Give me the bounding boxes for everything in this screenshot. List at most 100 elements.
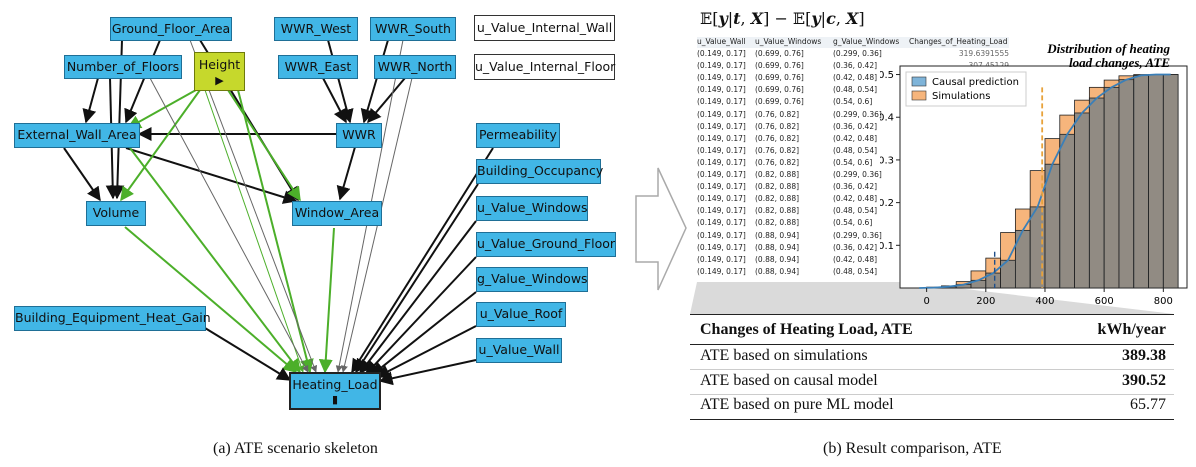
table-cell: (0.149, 0.17]: [697, 145, 746, 155]
edge-uwall-heating: [378, 359, 477, 386]
table-row: (0.149, 0.17](0.699, 0.76](0.42, 0.48]: [697, 73, 1009, 84]
formula-part: ,: [835, 9, 846, 28]
table-row: (0.149, 0.17](0.82, 0.88](0.42, 0.48]: [697, 194, 1009, 205]
formula-part: ]: [858, 9, 865, 28]
table-cell: (0.36, 0.42]: [833, 121, 878, 131]
table-cell: (0.88, 0.94]: [755, 230, 800, 240]
cumulative-curve: [919, 73, 1171, 289]
table-column-header: u_Value_Wall: [697, 37, 746, 46]
legend-swatch: [911, 76, 927, 87]
x-tick-label: 600: [1095, 296, 1114, 307]
table-cell: (0.149, 0.17]: [697, 266, 746, 276]
node-ground-floor-area: Ground_Floor_Area: [110, 17, 232, 41]
node-u-value-internal-floor: u_Value_Internal_Floor: [474, 54, 615, 80]
table-cell: (0.299, 0.36]: [833, 170, 882, 179]
x-tick-label: 200: [976, 296, 995, 307]
node-wwr-west: WWR_West: [274, 17, 358, 41]
table-cell: (0.699, 0.76]: [755, 97, 804, 107]
table-cell: (0.299, 0.36]: [833, 49, 882, 58]
chart-title: Distribution of heating: [1046, 41, 1170, 56]
formula-part: 𝒕: [733, 9, 741, 28]
bar-causal-prediction: [1074, 112, 1090, 289]
edge-uwindows-heating: [359, 220, 477, 375]
table-row: (0.149, 0.17](0.699, 0.76](0.48, 0.54]: [697, 85, 1009, 96]
table-cell: (0.149, 0.17]: [697, 182, 746, 192]
edge-height-volume: [120, 89, 201, 202]
table-cell: (0.149, 0.17]: [697, 109, 746, 119]
table-cell: (0.299, 0.36]: [833, 230, 882, 240]
x-tick-label: 800: [1154, 296, 1173, 307]
node-height: Height ▶: [194, 52, 245, 91]
table-cell: (0.76, 0.82]: [755, 145, 800, 155]
formula-part: 𝒚: [718, 9, 728, 28]
table-column-header: Changes_of_Heating_Load: [909, 37, 1008, 46]
edge-height-heating: [237, 89, 314, 374]
table-row: (0.149, 0.17](0.76, 0.82](0.299, 0.36]: [697, 110, 1009, 121]
table-row: (0.149, 0.17] (0.88, 0.94] (0.299, 0.36]: [697, 231, 1009, 242]
table-cell: (0.54, 0.6]: [833, 218, 873, 228]
table-cell: (0.42, 0.48]: [833, 73, 878, 83]
node-volume: Volume: [86, 201, 146, 226]
table-cell: (0.48, 0.54]: [833, 145, 878, 155]
zoom-connector: [690, 282, 1174, 314]
edge-permeability-heating: [351, 147, 494, 374]
edge-volume-heating: [124, 226, 298, 373]
table-cell: (0.149, 0.17]: [697, 97, 746, 107]
bar-causal-prediction: [1118, 79, 1135, 289]
table-cell: (0.149, 0.17]: [697, 121, 746, 131]
x-tick-label: 0: [923, 296, 929, 307]
table-cell: (0.149, 0.17]: [697, 242, 746, 252]
table-column-header: u_Value_Windows: [755, 37, 822, 46]
results-top-rule: [690, 314, 1174, 315]
table-cell: (0.149, 0.17]: [697, 157, 746, 167]
table-cell: (0.82, 0.88]: [755, 206, 800, 216]
table-cell: 319.6391555: [958, 49, 1009, 58]
height-marker-icon: ▶: [215, 74, 224, 87]
table-cell: (0.149, 0.17]: [697, 218, 746, 228]
bar-causal-prediction: [1088, 97, 1105, 289]
table-row: (0.149, 0.17](0.76, 0.82](0.42, 0.48]: [697, 134, 1009, 145]
edge-wwrnorth-wwr: [367, 77, 406, 124]
table-cell: (0.82, 0.88]: [755, 170, 800, 179]
chart-title: load changes, ATE: [1069, 55, 1170, 70]
edge-occupancy-heating: [355, 183, 479, 374]
formula-part: 𝔼[: [700, 9, 719, 28]
edge-wwrsouth-wwr: [360, 39, 389, 124]
results-row-label: ATE based on causal model: [700, 372, 878, 389]
node-external-wall-area: External_Wall_Area: [14, 123, 140, 148]
table-cell: (0.149, 0.17]: [697, 230, 746, 240]
edges-heating: [204, 147, 494, 386]
formula-part: ] − 𝔼[: [763, 9, 812, 28]
table-cell: (0.149, 0.17]: [697, 254, 746, 264]
table-cell: (0.42, 0.48]: [833, 254, 878, 264]
table-cell: (0.88, 0.94]: [755, 254, 800, 264]
edges-height: [120, 89, 335, 374]
edge-extwall-volume: [63, 147, 101, 202]
formula-part: |: [727, 9, 734, 28]
table-cell: (0.76, 0.82]: [755, 133, 800, 143]
table-cell: (0.42, 0.48]: [833, 194, 878, 204]
table-cell: (0.76, 0.82]: [755, 121, 800, 131]
y-tick-label: 0.4: [880, 113, 894, 124]
node-building-occupancy: Building_Occupancy: [476, 159, 603, 184]
x-tick-label: 400: [1035, 296, 1054, 307]
table-cell: (0.36, 0.42]: [833, 242, 878, 252]
results-header-rule: [690, 344, 1174, 345]
table-cell: (0.149, 0.17]: [697, 49, 746, 58]
table-cell: (0.76, 0.82]: [755, 157, 800, 167]
legend-label: Simulations: [932, 91, 990, 102]
node-window-area: Window_Area: [292, 201, 382, 226]
table-row: (0.149, 0.17](0.82, 0.88](0.54, 0.6]: [697, 218, 1009, 229]
table-row: (0.149, 0.17](0.699, 0.76](0.299, 0.36]3…: [697, 49, 1009, 60]
edge-extwall-window: [125, 147, 298, 204]
node-wwr-east: WWR_East: [278, 55, 358, 79]
node-wwr-south: WWR_South: [370, 17, 456, 41]
edge-uroof-heating: [375, 325, 477, 378]
table-cell: (0.54, 0.6]: [833, 97, 873, 107]
table-cell: (0.36, 0.42]: [833, 182, 878, 192]
table-cell: (0.42, 0.48]: [833, 133, 878, 143]
formula-part: 𝒄: [826, 9, 836, 28]
table-row: (0.149, 0.17] (0.76, 0.82] (0.36, 0.42]: [697, 122, 1009, 133]
